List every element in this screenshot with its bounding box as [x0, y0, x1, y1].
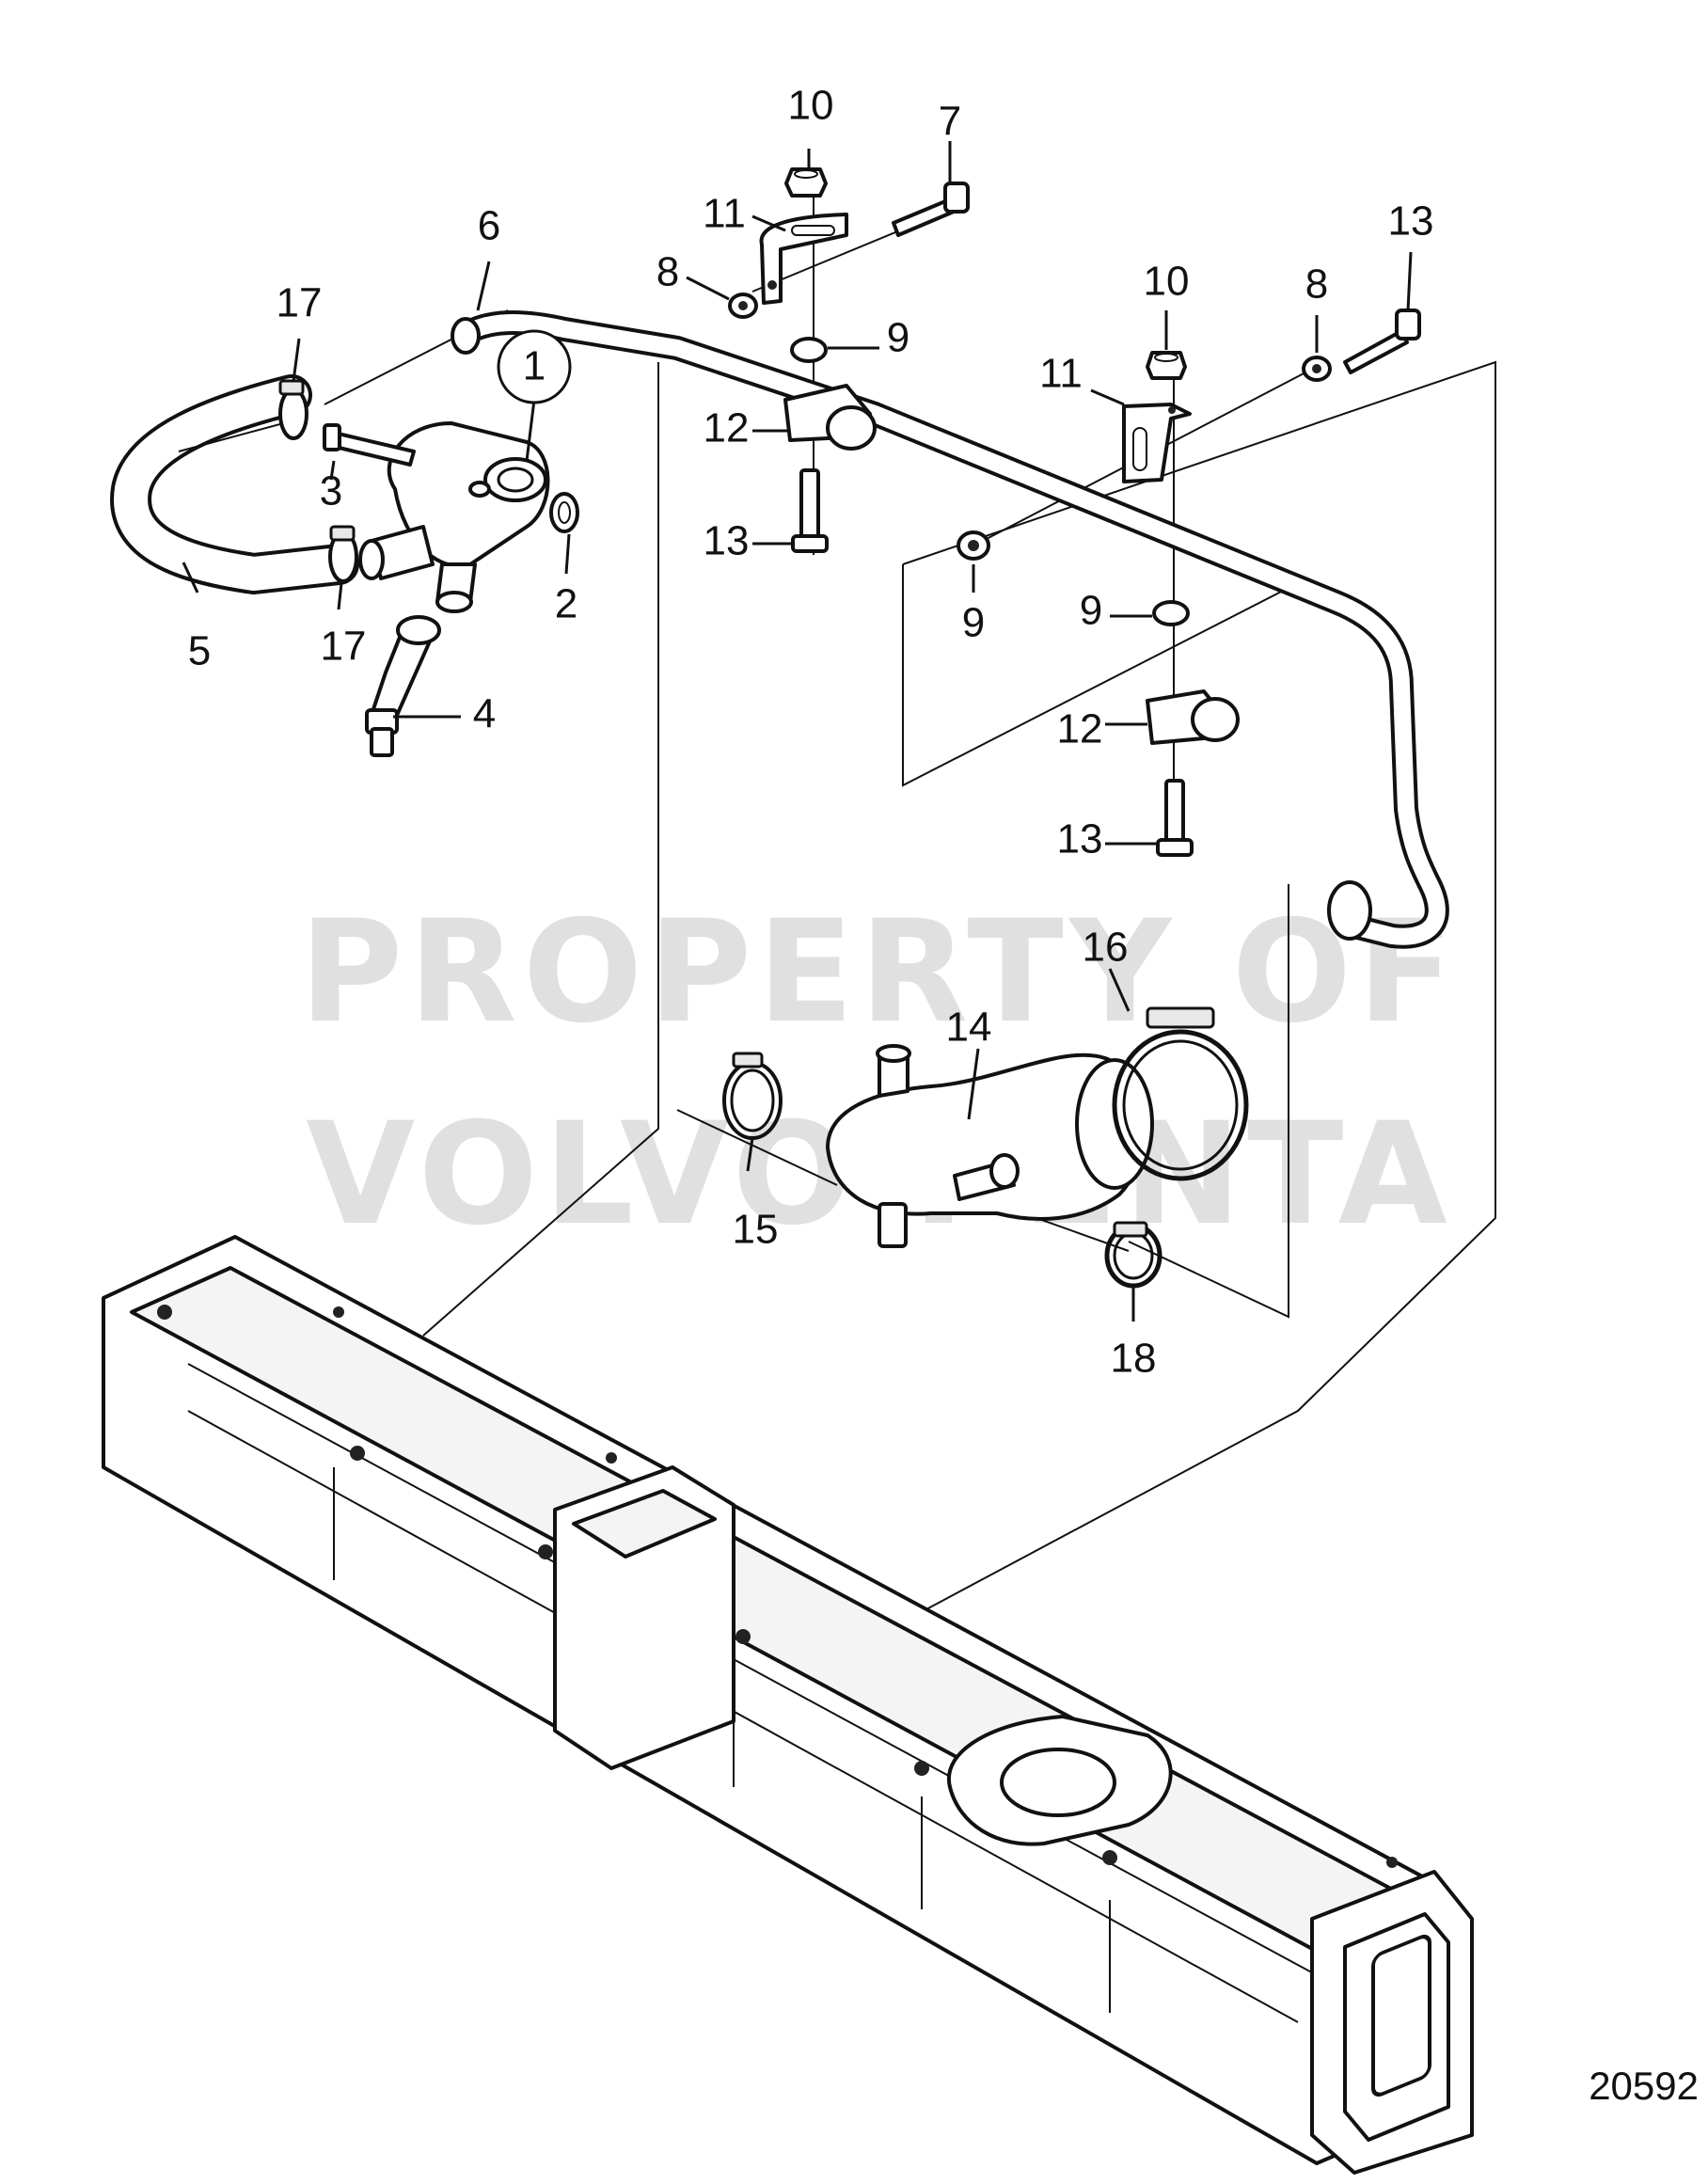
- hose-clamp-upper: [278, 379, 308, 440]
- callout-8-left: 8: [656, 249, 679, 295]
- hose-clamp-lower: [328, 525, 358, 583]
- callout-12-lower: 12: [1057, 706, 1103, 752]
- callout-13-lower: 13: [1057, 816, 1103, 863]
- callout-16: 16: [1083, 925, 1129, 971]
- bracket-lower: [1122, 403, 1192, 483]
- callout-1: 1: [523, 343, 546, 389]
- washer-upper: [728, 293, 758, 319]
- callout-13-middle: 13: [704, 518, 750, 564]
- bolt-13-middle: [791, 468, 829, 553]
- callout-10-upper: 10: [788, 83, 834, 129]
- exhaust-manifold: [102, 1235, 1474, 2175]
- hose-clip-16: [1112, 1006, 1249, 1181]
- callout-7: 7: [939, 99, 961, 145]
- callout-18: 18: [1111, 1336, 1157, 1382]
- watermark-line-1: PROPERTY OF: [299, 891, 1459, 1054]
- bolt-13-top-right: [1343, 309, 1421, 374]
- callout-8-right: 8: [1305, 261, 1328, 308]
- callout-10-lower: 10: [1144, 259, 1190, 305]
- coolant-pipe: [451, 310, 1449, 949]
- washer-lower: [1302, 356, 1332, 382]
- nut-upper: [784, 167, 828, 198]
- callout-15: 15: [733, 1207, 779, 1253]
- callout-9-left: 9: [962, 600, 985, 646]
- pipe-clamp-upper: [783, 384, 877, 451]
- hose-clip-18: [1104, 1221, 1162, 1289]
- callout-13-top-right: 13: [1388, 198, 1434, 245]
- callout-2: 2: [555, 581, 577, 627]
- callout-14: 14: [946, 1005, 992, 1051]
- manifold-bolt-holes: [157, 1305, 1398, 1868]
- figure-id: 20592: [1589, 2064, 1699, 2108]
- bracket-upper: [759, 213, 848, 305]
- callout-11-lower: 11: [1039, 351, 1083, 397]
- callout-5: 5: [188, 628, 211, 674]
- spacer-upper: [790, 337, 828, 363]
- bolt-7: [892, 182, 970, 237]
- callout-11-upper: 11: [703, 191, 746, 237]
- callout-1-circle: [497, 329, 572, 404]
- cover-housing: [358, 421, 550, 613]
- callout-9-upper: 9: [887, 315, 909, 361]
- spacer-left: [957, 530, 990, 561]
- callout-17-upper: 17: [277, 280, 323, 326]
- leader-lines: [182, 141, 1413, 1321]
- callout-3: 3: [320, 468, 342, 514]
- callout-6: 6: [478, 203, 500, 249]
- hose-clip-15: [722, 1052, 783, 1140]
- nut-lower: [1146, 351, 1187, 380]
- callout-labels: 1 2 3 4 5 6 7 8 8 9 9 9 10 10 11 11 12 1…: [188, 83, 1434, 1382]
- callout-4: 4: [473, 691, 496, 737]
- elbow-nipple: [365, 615, 441, 757]
- spacer-lower: [1152, 600, 1190, 626]
- callout-12-upper: 12: [704, 405, 750, 451]
- screw: [323, 423, 416, 467]
- pipe-clamp-lower: [1146, 689, 1240, 745]
- callout-17-lower: 17: [321, 624, 367, 670]
- o-ring: [549, 492, 579, 533]
- bolt-13-lower: [1156, 779, 1194, 857]
- callout-9-lower: 9: [1080, 588, 1102, 634]
